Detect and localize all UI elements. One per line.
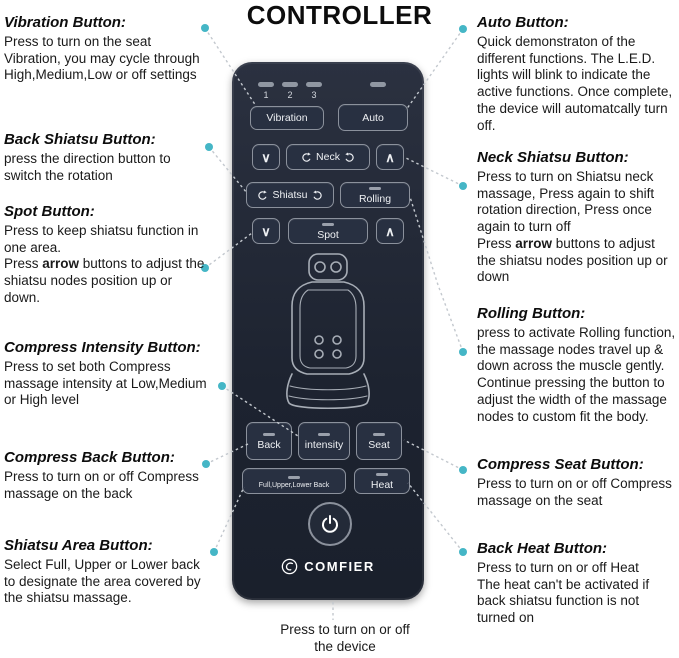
annotation-rolling-button: Rolling Button: press to activate Rollin… [477,305,676,425]
intensity-button[interactable]: intensity [298,422,350,460]
compress-back-button[interactable]: Back [246,422,292,460]
down-arrow-icon: ∨ [261,223,271,239]
shiatsu-button[interactable]: Shiatsu [246,182,334,208]
down-arrow-icon: ∨ [261,149,271,165]
annotation-neck-shiatsu-button: Neck Shiatsu Button: Press to turn on Sh… [477,149,676,286]
up-arrow-icon: ∧ [385,223,395,239]
led-number-label: 2 [287,90,293,100]
annotation-heading: Spot Button: [4,203,95,220]
annotation-spot-button: Spot Button: Press to keep shiatsu funct… [4,203,209,307]
neck-down-arrow-button[interactable]: ∨ [252,144,280,170]
annotation-body: Select Full, Upper or Lower back to desi… [4,557,201,606]
auto-button[interactable]: Auto [338,104,408,131]
annotation-heading: Compress Intensity Button: [4,339,201,356]
brand-name: COMFIER [304,559,375,574]
rotate-cw-icon [312,190,322,200]
annotation-heading: Shiatsu Area Button: [4,537,153,554]
annotation-body: Press to keep shiatsu function in one ar… [4,223,205,305]
button-label: Seat [368,439,390,451]
annotation-heading: Auto Button: [477,14,569,31]
annotation-body: press to activate Rolling function, the … [477,325,676,424]
vibration-button[interactable]: Vibration [250,106,324,130]
up-arrow-icon: ∧ [385,149,395,165]
annotation-heading: Compress Back Button: [4,449,175,466]
annotation-body: Quick demonstraton of the different func… [477,34,673,133]
power-button[interactable] [308,502,352,546]
annotation-compress-seat-button: Compress Seat Button: Press to turn on o… [477,456,676,509]
remote-control: 1 2 3 Vibration Auto ∨ Neck ∧ [232,62,424,600]
button-label: Full,Upper,Lower Back [258,481,330,489]
annotation-body: Press to turn on the seat Vibration, you… [4,34,200,83]
spot-down-arrow-button[interactable]: ∨ [252,218,280,244]
annotation-body: Press to set both Compress massage inten… [4,359,207,408]
annotation-compress-intensity-button: Compress Intensity Button: Press to set … [4,339,222,409]
button-label: Back [257,439,281,451]
led-number-label: 1 [263,90,269,100]
annotation-compress-back-button: Compress Back Button: Press to turn on o… [4,449,204,502]
led-dash [288,475,300,479]
brand-icon [281,558,298,575]
button-label: Rolling [358,193,392,205]
led-indicator-3 [306,82,322,87]
led-indicator-2 [282,82,298,87]
annotation-heading: Back Heat Button: [477,540,608,557]
rotate-cw-icon [345,152,354,162]
button-label: Shiatsu [272,189,308,201]
led-dash [318,433,330,436]
led-indicator-auto [370,82,386,87]
annotation-heading: Back Shiatsu Button: [4,131,156,148]
led-dash [376,473,388,476]
annotation-back-heat-button: Back Heat Button: Press to turn on or of… [477,540,676,627]
rolling-button[interactable]: Rolling [340,182,410,208]
shiatsu-area-button[interactable]: Full,Upper,Lower Back [242,468,346,494]
spot-up-arrow-button[interactable]: ∧ [376,218,404,244]
annotation-heading: Rolling Button: [477,305,586,322]
neck-button[interactable]: Neck [286,144,370,170]
power-note: Press to turn on or off the device [280,622,410,654]
compress-seat-button[interactable]: Seat [356,422,402,460]
annotation-body: Press to turn on Shiatsu neck massage, P… [477,169,668,285]
annotation-vibration-button: Vibration Button: Press to turn on the s… [4,14,209,84]
annotation-shiatsu-area-button: Shiatsu Area Button: Select Full, Upper … [4,537,209,607]
heat-button[interactable]: Heat [354,468,410,494]
led-dash [369,187,381,190]
annotation-heading: Neck Shiatsu Button: [477,149,629,166]
spot-button[interactable]: Spot [288,218,368,244]
button-label: Spot [317,229,339,241]
button-label: Vibration [266,112,308,124]
annotation-heading: Vibration Button: [4,14,126,31]
neck-up-arrow-button[interactable]: ∧ [376,144,404,170]
led-number-label: 3 [311,90,317,100]
rotate-ccw-icon [258,190,268,200]
button-label: Neck [316,151,340,163]
led-dash [373,433,385,436]
button-label: intensity [304,439,344,451]
led-dash [322,223,334,226]
brand-logo: COMFIER [232,558,424,575]
annotation-auto-button: Auto Button: Quick demonstraton of the d… [477,14,676,134]
page-title: CONTROLLER [246,0,433,30]
button-label: Heat [370,479,394,491]
annotation-body: Press to turn on or off Heat The heat ca… [477,560,650,626]
annotation-heading: Compress Seat Button: [477,456,644,473]
seat-graphic [286,253,370,410]
annotation-body: Press to turn on or off Compress massage… [477,476,672,508]
annotation-body: Press to turn on or off Compress massage… [4,469,199,501]
led-indicator-1 [258,82,274,87]
power-icon [322,515,338,533]
annotation-back-shiatsu-button: Back Shiatsu Button: press the direction… [4,131,204,184]
rotate-ccw-icon [302,152,311,162]
led-dash [263,433,275,436]
button-label: Auto [362,111,384,124]
annotation-body: press the direction button to switch the… [4,151,171,183]
